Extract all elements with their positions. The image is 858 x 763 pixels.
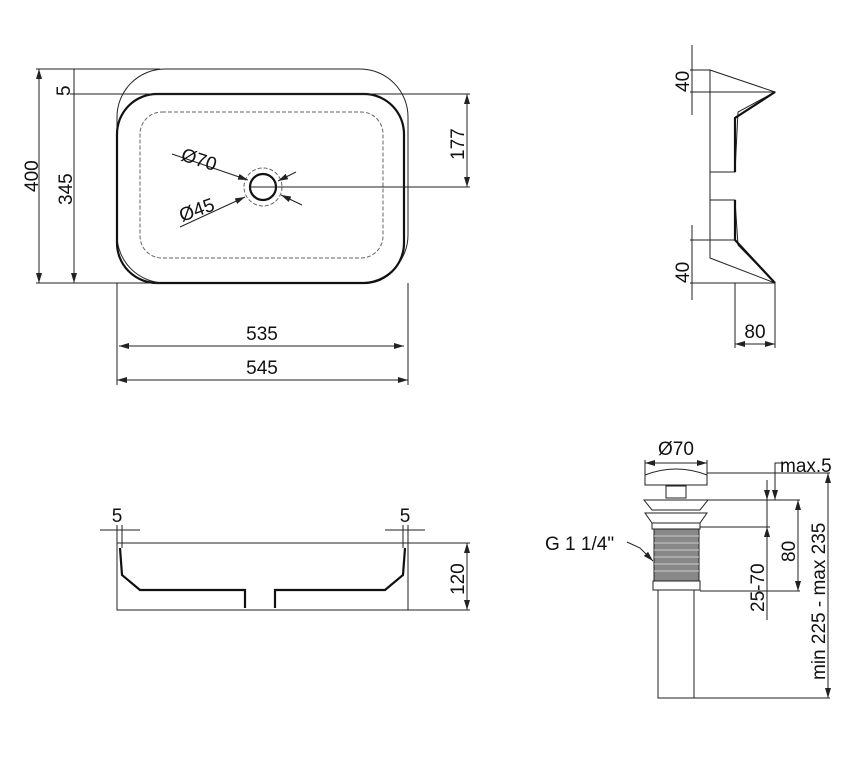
dim-counter-thickness: 25-70 (748, 563, 769, 612)
dim-width-inner: 535 (246, 324, 278, 345)
dim-lift: max.5 (780, 456, 832, 477)
dim-drain-outer: Ø70 (178, 145, 219, 176)
dim-drain-inner: Ø45 (177, 195, 218, 227)
dim-thread-length: 80 (779, 541, 800, 562)
dim-side-depth: 80 (744, 322, 765, 343)
side-view: 40 40 80 (673, 45, 777, 348)
dim-height-inner: 345 (56, 173, 77, 205)
top-view: Ø70 Ø45 400 345 5 177 535 545 (22, 68, 470, 385)
dim-right-wall: 5 (400, 506, 411, 527)
drain-view: Ø70 max.5 80 25-70 min 225 - max 235 G 1… (545, 439, 832, 699)
dim-drain-offset: 177 (448, 128, 469, 160)
thread-label: G 1 1/4" (545, 534, 614, 555)
dim-left-wall: 5 (112, 506, 123, 527)
dim-width-total: 545 (246, 358, 278, 379)
dim-total-length: min 225 - max 235 (809, 523, 830, 680)
dim-front-height: 120 (448, 563, 469, 595)
front-view: 5 5 120 (100, 506, 470, 611)
dim-side-bottom: 40 (673, 262, 694, 283)
dim-cap: Ø70 (658, 439, 694, 460)
dim-height-total: 400 (22, 160, 43, 192)
dim-side-top: 40 (673, 71, 694, 92)
dim-rim: 5 (54, 85, 75, 96)
